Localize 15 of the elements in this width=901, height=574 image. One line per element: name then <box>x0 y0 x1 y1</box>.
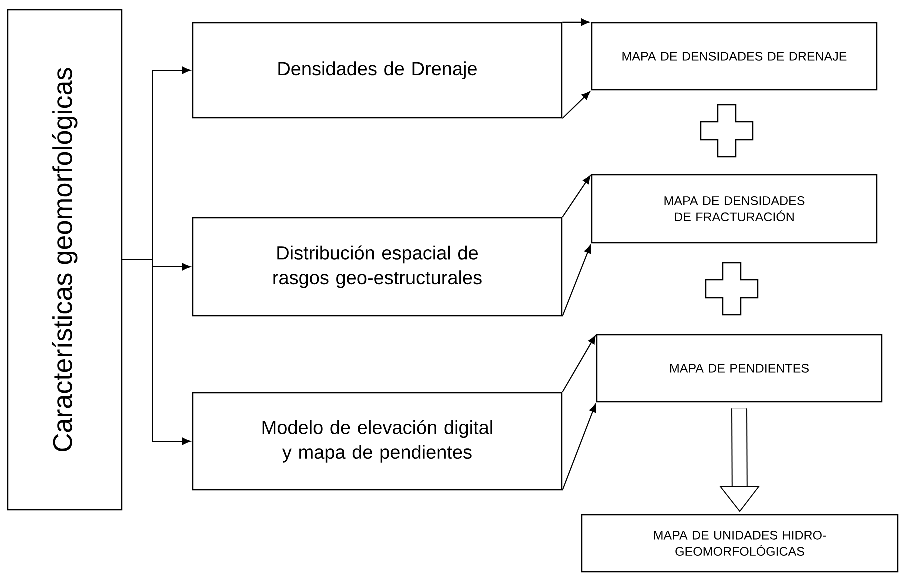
map-box: MAPA DE PENDIENTES <box>596 334 883 403</box>
arrow <box>562 245 592 317</box>
process-box: Modelo de elevación digital y mapa de pendientes <box>192 392 563 491</box>
arrow <box>562 336 596 393</box>
arrow <box>562 92 590 119</box>
arrow <box>562 176 591 218</box>
map-box: MAPA DE DENSIDADES DE DRENAJE <box>591 22 878 91</box>
map-box: MAPA DE DENSIDADES DE FRACTURACIÓN <box>591 174 878 244</box>
arrow <box>562 404 596 491</box>
arrow <box>122 259 191 446</box>
arrow <box>562 18 590 26</box>
map-box: MAPA DE UNIDADES HIDRO- GEOMORFOLÓGICAS <box>581 514 899 573</box>
category-box: Características geomorfológicas <box>7 9 123 511</box>
process-box: Distribución espacial de rasgos geo-estructurales <box>192 217 563 317</box>
process-box: Densidades de Drenaje <box>192 22 563 119</box>
